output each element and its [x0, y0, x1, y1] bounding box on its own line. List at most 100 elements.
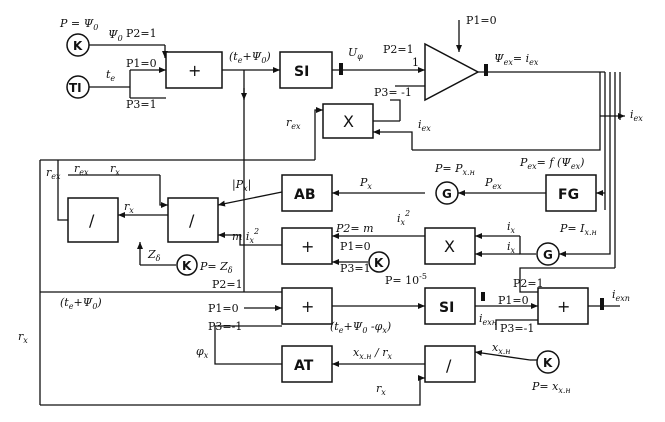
fg-block [545, 174, 597, 212]
px-abs-label: |Px| [232, 178, 251, 193]
sum-bot-block [281, 287, 333, 325]
bus-into-sum-right [519, 267, 615, 293]
p-zd-label: P= Zδ [199, 260, 233, 275]
ti-label: TI [69, 81, 82, 95]
mult-top-block [322, 103, 374, 139]
div-mid-block [167, 197, 219, 243]
r-ex-left: rex [46, 166, 61, 181]
te-label: te [106, 68, 115, 83]
p3-eqm1-a: P3= -1 [374, 86, 412, 99]
p-ex-f-label: Pex= f (Ψex) [519, 156, 584, 171]
si-top-bar [339, 63, 343, 75]
p2-eq1-d: P2=1 [513, 277, 544, 290]
rx-a-label: rx [110, 162, 120, 177]
psi0-label: Ψ0 [108, 28, 123, 43]
fg-label: FG [558, 187, 579, 203]
iex-loop [412, 72, 601, 151]
si-top-label: SI [294, 64, 309, 80]
k-zd-circle [176, 254, 198, 276]
at-out-line [214, 345, 282, 365]
i-ex-mult: iex [418, 118, 431, 133]
p3-eqm1-d: P3=-1 [500, 322, 534, 335]
px-label: Px [359, 176, 372, 191]
p-ixh-label: P= Ix.н [559, 222, 597, 237]
k-mid-circle [368, 251, 390, 273]
te-psi0-b-label: (te+Ψ0) [60, 296, 102, 311]
te-psi0-label: (te+Ψ0) [229, 50, 271, 65]
p2-eq1-a: P2=1 [126, 27, 157, 40]
sum-right-symbol: + [557, 297, 570, 316]
mult-mid-symbol: X [444, 237, 455, 256]
r-ex-top: rex [286, 116, 301, 131]
sum-right-block [537, 287, 589, 325]
p1-eq0-m: P1=0 [340, 240, 371, 253]
p3-into-sum-right [495, 319, 538, 330]
p2-eqm-label: P2= m [335, 222, 374, 235]
i-ex-right: iex [630, 108, 643, 123]
sum-mid-symbol: + [301, 237, 314, 256]
p-xxn-label: P= xx.н [531, 380, 571, 395]
sum-right-bar [600, 298, 604, 310]
i-exn-out-label: iexn [612, 288, 630, 303]
p3-eq1-a: P3=1 [126, 98, 157, 111]
div-left-block [67, 197, 119, 243]
amp-in1-label: 1 [412, 56, 419, 69]
bus-into-gix [559, 250, 611, 257]
mix2-label: m ix2 [232, 227, 259, 245]
ix-a-label: ix [507, 220, 516, 235]
at-label: AT [294, 358, 314, 374]
sum-bot-symbol: + [301, 297, 314, 316]
k-bot-label: K [543, 356, 553, 370]
rex-into-mult [314, 107, 323, 160]
p-ex-label: Pex [484, 176, 502, 191]
ab-label: AB [294, 187, 316, 203]
rx-into-divbot [40, 375, 425, 406]
amplifier [424, 42, 480, 102]
mult-mid-block [424, 227, 476, 265]
rx-left-label: rx [18, 330, 28, 345]
p1-eq0-top: P1=0 [466, 14, 497, 27]
amp-feedback-b [390, 99, 401, 121]
p-1e5-label: P= 10-5 [385, 272, 427, 287]
r-ex-mid: rex [74, 162, 89, 177]
si-bot-bar [481, 292, 485, 301]
k-top-label: K [73, 39, 83, 53]
g-px-label: G [442, 187, 452, 201]
p2-eq1-c: P2=1 [212, 278, 243, 291]
i-exh-label: iexн [479, 312, 497, 327]
amp-out-bar [484, 64, 488, 76]
mult-top-symbol: X [343, 112, 354, 131]
k-zd-label: K [182, 259, 192, 273]
p-psi0-label: P = Ψ0 [59, 17, 98, 32]
sum-mid-block [281, 227, 333, 265]
ix-b-label: ix [507, 240, 516, 255]
k-bot-circle [536, 350, 560, 374]
p1-eq0-d: P1=0 [498, 294, 529, 307]
xxn-label: xx.н [492, 341, 511, 356]
div-mid-symbol: / [189, 211, 195, 230]
xxn-rx-label: xx.н / rx [353, 346, 393, 361]
rx-bot-label: rx [376, 382, 386, 397]
k-mid-label: K [374, 256, 384, 270]
div-left-symbol: / [89, 211, 95, 230]
ab-into-divmid [217, 191, 283, 207]
iex-into-mult [373, 129, 413, 150]
div-bot-block [424, 345, 476, 383]
sum-top-symbol: + [188, 61, 201, 80]
divleft-out [57, 160, 68, 221]
sum-into-divmid [218, 232, 282, 246]
z-delta-label: Zδ [147, 248, 161, 263]
rx-b-label: rx [124, 200, 134, 215]
p-pxh-label: P= Px.н [434, 162, 475, 177]
phi-x-label: φx [196, 345, 209, 360]
psi-ex-label: Ψex= iex [494, 52, 539, 67]
sum-top-block [165, 51, 223, 89]
si-bot-label: SI [439, 300, 454, 316]
p1-eq0-a: P1=0 [126, 57, 157, 70]
rx-into-divmid [159, 175, 168, 208]
p3-eq1-m: P3=1 [340, 262, 371, 275]
phi-into-sum-bot [214, 325, 244, 345]
te-psi0-phi-label: (te+Ψ0 -φx) [330, 320, 391, 335]
p1-eq0-c: P1=0 [208, 302, 239, 315]
